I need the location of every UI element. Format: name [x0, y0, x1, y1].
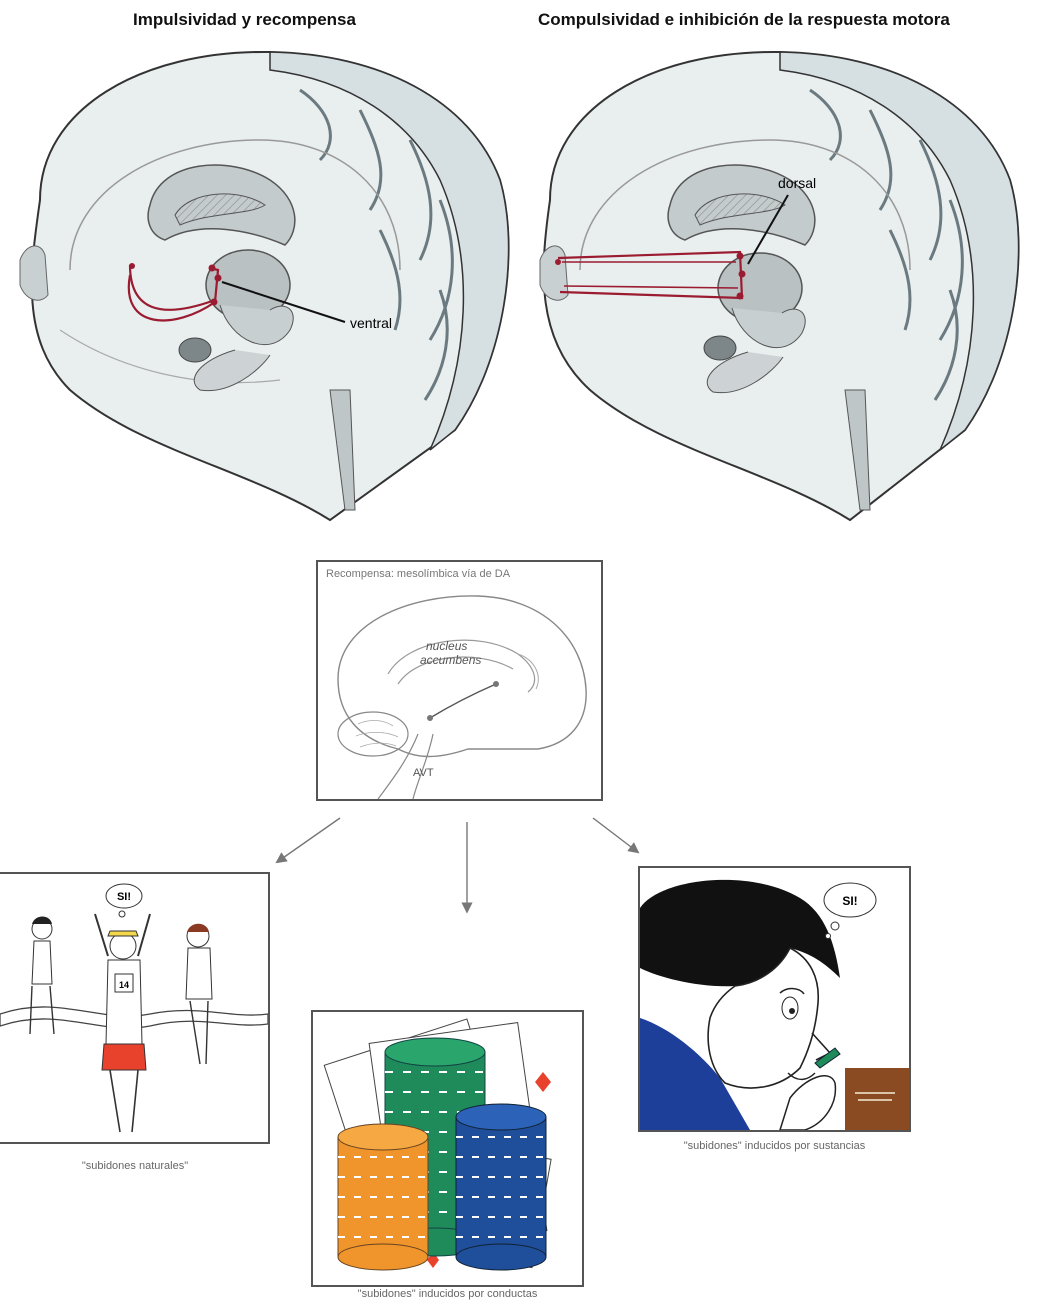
substance-illustration: SI! [640, 868, 909, 1130]
avt-label: AVT [413, 767, 434, 779]
substance-bubble-text: SI! [842, 894, 857, 908]
dorsal-label: dorsal [778, 175, 816, 191]
substance-highs-caption: "subidones" inducidos por sustancias [638, 1140, 911, 1152]
left-figure-title: Impulsividad y recompensa [133, 10, 356, 30]
behavior-highs-caption: "subidones" inducidos por conductas [311, 1288, 584, 1300]
arrow-to-substance [593, 818, 635, 850]
reward-pathway-box: Recompensa: mesolímbica vía de DA nucleu… [316, 560, 603, 801]
nucleus-label: nucleus [426, 639, 467, 653]
runner-bubble-text: SI! [117, 891, 131, 903]
accumbens-label: accumbens [420, 653, 481, 667]
right-figure-title: Compulsividad e inhibición de la respues… [538, 10, 950, 30]
bib-number: 14 [119, 980, 129, 990]
blue-chip-stack [456, 1104, 546, 1270]
natural-highs-panel: 14 SI! [0, 872, 270, 1144]
right-brain-illustration: dorsal [520, 30, 1039, 525]
behavior-highs-panel [311, 1010, 584, 1287]
left-brain-illustration: ventral [0, 30, 520, 525]
natural-highs-caption: "subidones naturales" [0, 1160, 270, 1172]
gambling-illustration [313, 1012, 582, 1285]
mesolimbic-brain-sketch: nucleus accumbens AVT [318, 584, 601, 799]
orange-chip-stack [338, 1124, 428, 1270]
runners-illustration: 14 SI! [0, 874, 268, 1142]
reward-box-title: Recompensa: mesolímbica vía de DA [326, 568, 510, 580]
branch-arrows [260, 810, 650, 920]
arrow-to-natural [280, 818, 340, 860]
substance-highs-panel: SI! [638, 866, 911, 1132]
ventral-label: ventral [350, 315, 392, 331]
